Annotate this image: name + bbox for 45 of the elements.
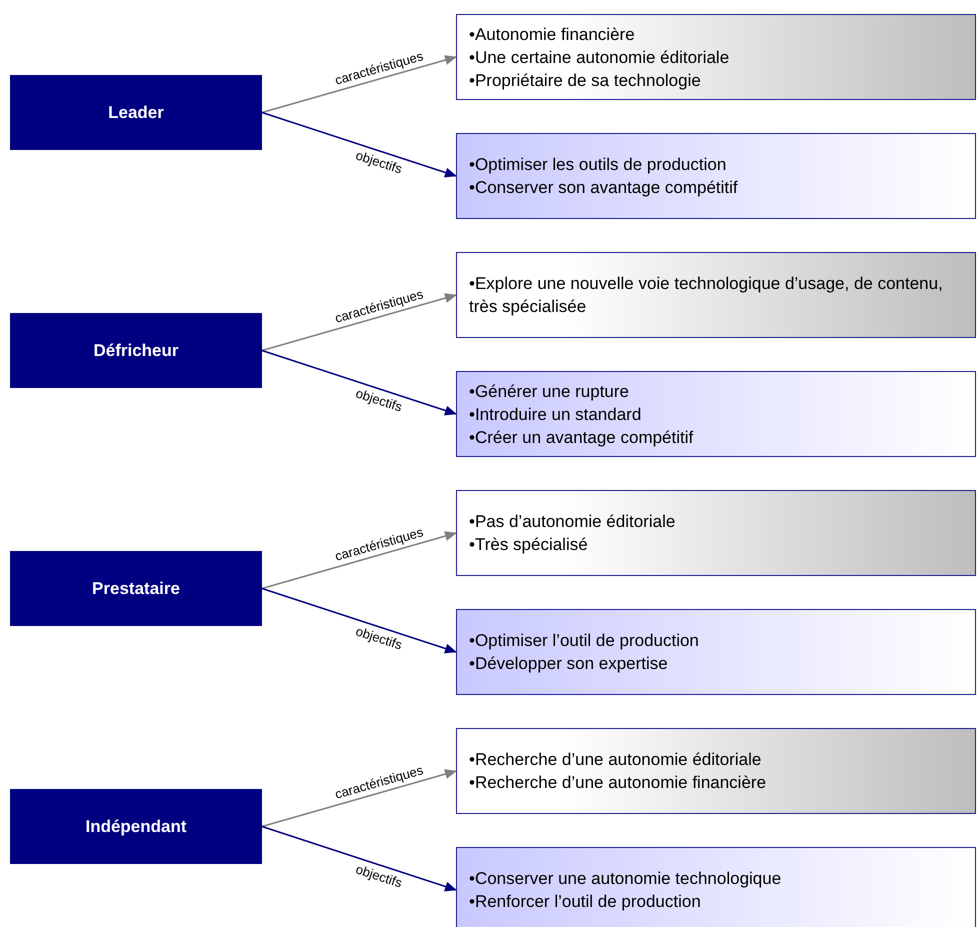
actor-box: [10, 313, 262, 388]
bullet-text: •Une certaine autonomie éditoriale: [469, 46, 730, 68]
characteristics-box: [456, 14, 976, 100]
bullet-text: •Optimiser les outils de production: [469, 154, 728, 176]
bullet-text: •Très spécialisé: [469, 534, 589, 556]
bullet-text: •Conserver une autonomie technologique: [469, 868, 782, 890]
edge-label: objectifs: [354, 624, 404, 653]
actor-box: [10, 75, 262, 150]
bullet-text: •Renforcer l’outil de production: [469, 891, 702, 913]
objectives-box: [456, 371, 976, 457]
arrow: [262, 531, 457, 590]
characteristics-box: [456, 728, 976, 814]
bullet-text: •Pas d’autonomie éditoriale: [469, 511, 676, 533]
bullet-text: •Introduire un standard: [469, 404, 642, 426]
actor-name: Leader: [108, 102, 164, 122]
actor-name: Défricheur: [93, 340, 179, 360]
edge-label: objectifs: [354, 386, 404, 415]
bullet-text: •Développer son expertise: [469, 653, 669, 675]
objectives-box: [456, 609, 976, 695]
objectives-box: [456, 847, 976, 927]
arrow: [262, 55, 457, 114]
arrow: [262, 112, 457, 178]
arrow: [262, 293, 457, 352]
bullet-text: •Autonomie financière: [469, 24, 636, 46]
objectives-box: [456, 133, 976, 219]
actor-name: Indépendant: [85, 816, 187, 836]
actor-box: [10, 789, 262, 864]
bullet-text: •Conserver son avantage compétitif: [469, 177, 739, 199]
bullet-text: •Optimiser l’outil de production: [469, 630, 700, 652]
arrow: [262, 769, 457, 828]
bullet-text: •Recherche d’une autonomie financière: [469, 772, 768, 794]
edge-label: objectifs: [354, 148, 404, 177]
actor-name: Prestataire: [92, 578, 180, 598]
bullet-text: •Générer une rupture: [469, 380, 630, 402]
bullet-text: •Explore une nouvelle voie technologique d’usage, de contenu, très spécialisée: [469, 273, 944, 318]
arrow: [262, 350, 457, 416]
bullet-text: •Recherche d’une autonomie éditoriale: [469, 749, 762, 771]
arrow: [262, 826, 457, 892]
edge-label: objectifs: [354, 862, 404, 891]
actor-box: [10, 551, 262, 626]
characteristics-box: [456, 252, 976, 338]
characteristics-box: [456, 490, 976, 576]
bullet-text: •Propriétaire de sa technologie: [469, 70, 702, 92]
bullet-text: •Créer un avantage compétitif: [469, 426, 694, 448]
arrow: [262, 588, 457, 654]
